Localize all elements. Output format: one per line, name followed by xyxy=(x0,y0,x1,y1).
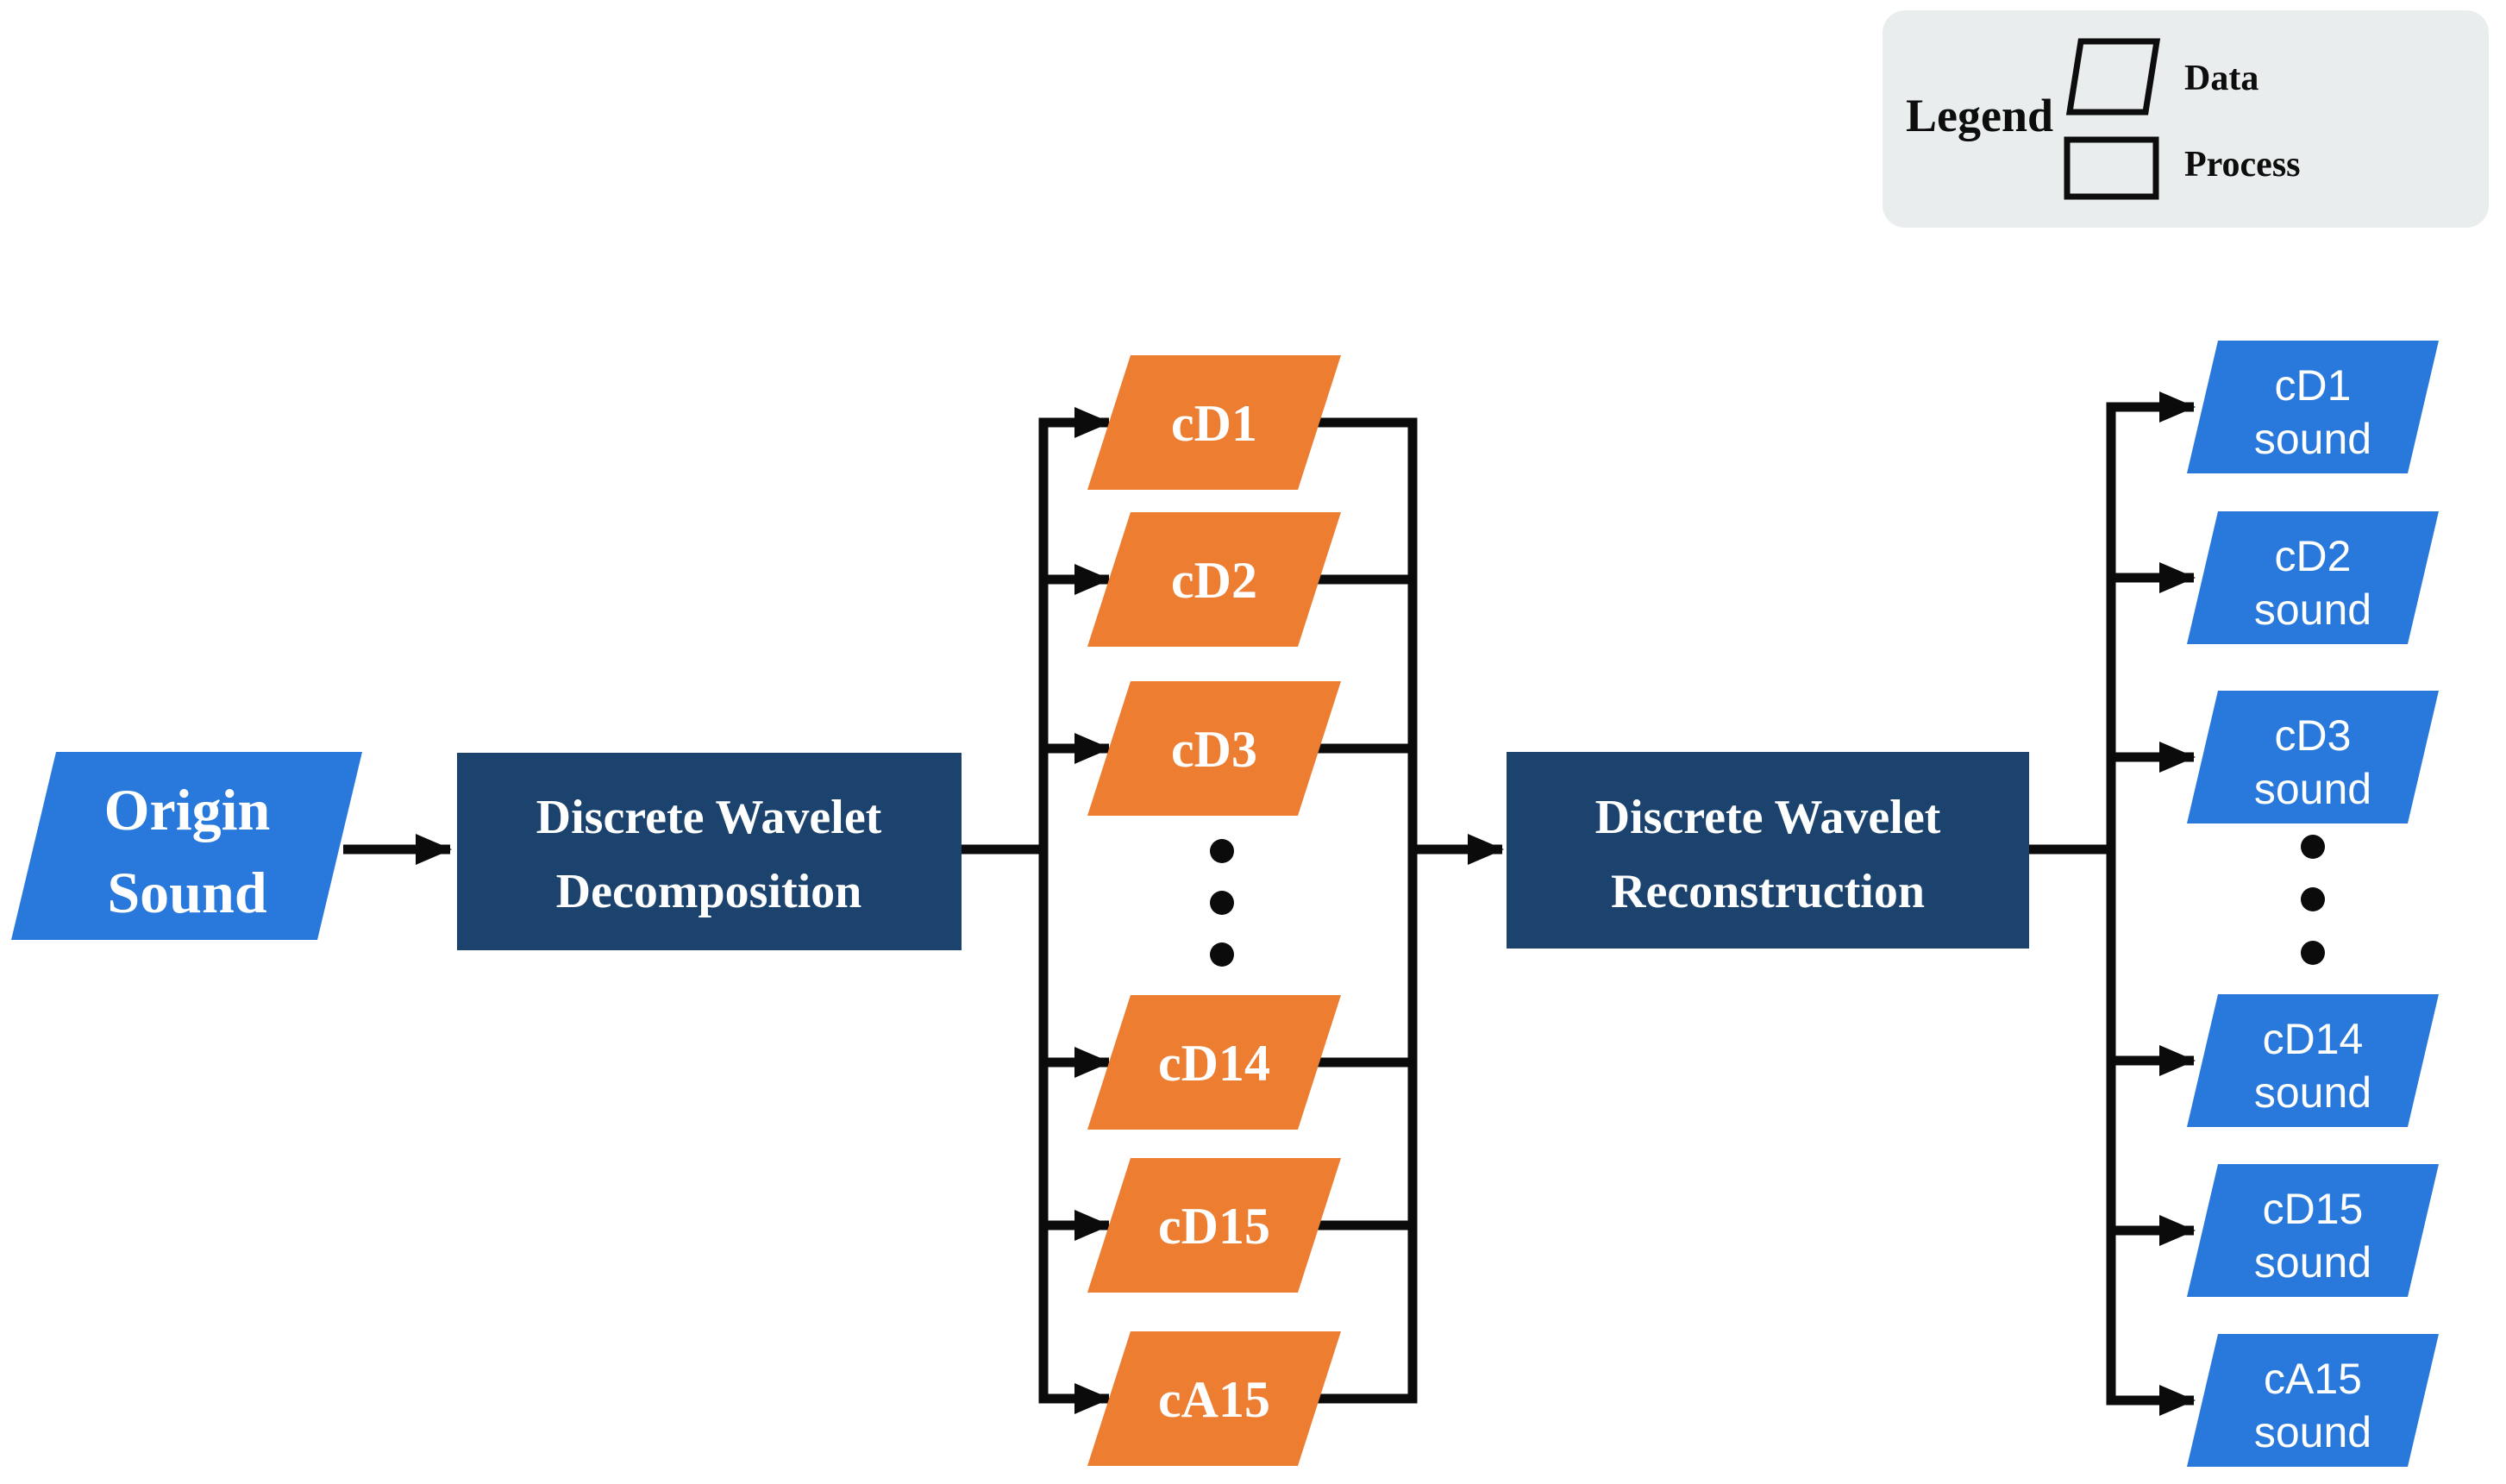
decomposition-label-line1: Discrete Wavelet xyxy=(536,791,882,844)
reconstruction-rectangle xyxy=(1507,752,2029,949)
cD1-sound-parallelogram xyxy=(2187,341,2439,473)
cD15-parallelogram xyxy=(1087,1158,1341,1293)
cA15-sound-parallelogram xyxy=(2187,1334,2439,1467)
rectangle-process-icon xyxy=(2064,136,2159,200)
connectors xyxy=(343,391,2196,1416)
ellipsis-dot xyxy=(2301,887,2325,911)
node-reconstruction: Discrete Wavelet Reconstruction xyxy=(1507,752,2029,949)
node-cD15-sound: cD15 sound xyxy=(2187,1164,2439,1297)
cA15-parallelogram xyxy=(1087,1331,1341,1466)
cD14-label: cD14 xyxy=(1158,1035,1270,1092)
node-cD1-sound: cD1 sound xyxy=(2187,341,2439,473)
cD2-sound-parallelogram xyxy=(2187,511,2439,644)
ellipsis-dot xyxy=(1210,891,1234,915)
cD2-sound-label-line1: cD2 xyxy=(2275,532,2352,580)
node-origin-sound: Origin Sound xyxy=(11,752,362,940)
ellipsis-dot xyxy=(1210,839,1234,863)
coefficient-nodes: cD1 cD2 cD3 cD14 cD15 cA15 xyxy=(1087,355,1341,1466)
ellipsis-dots-middle xyxy=(1210,839,1234,967)
origin-sound-label-line2: Sound xyxy=(107,860,266,925)
cD14-sound-label-line2: sound xyxy=(2254,1068,2371,1117)
cA15-label: cA15 xyxy=(1158,1371,1270,1428)
cD2-parallelogram xyxy=(1087,512,1341,647)
legend-title: Legend xyxy=(1906,90,2053,141)
reconstruction-label-line2: Reconstruction xyxy=(1611,865,1925,918)
ellipsis-dots-right xyxy=(2301,835,2325,965)
cD15-sound-label-line2: sound xyxy=(2254,1238,2371,1287)
cD3-sound-parallelogram xyxy=(2187,691,2439,823)
ellipsis-dot xyxy=(2301,835,2325,859)
cD2-sound-label-line2: sound xyxy=(2254,585,2371,634)
cD14-sound-parallelogram xyxy=(2187,994,2439,1127)
cD3-parallelogram xyxy=(1087,681,1341,816)
decomposition-label-line2: Decomposition xyxy=(556,865,862,918)
cD1-sound-label-line1: cD1 xyxy=(2275,361,2352,410)
node-cD1: cD1 xyxy=(1087,355,1341,490)
legend: Legend Data Process xyxy=(1883,10,2489,228)
cD14-sound-label-line1: cD14 xyxy=(2263,1015,2364,1063)
cD14-parallelogram xyxy=(1087,995,1341,1130)
node-cD3: cD3 xyxy=(1087,681,1341,816)
node-cD14: cD14 xyxy=(1087,995,1341,1130)
ellipsis-dot xyxy=(1210,942,1234,967)
cD1-label: cD1 xyxy=(1171,395,1257,452)
node-cD3-sound: cD3 sound xyxy=(2187,691,2439,823)
cD3-sound-label-line1: cD3 xyxy=(2275,711,2352,760)
cD2-label: cD2 xyxy=(1171,552,1257,609)
node-cA15-sound: cA15 sound xyxy=(2187,1334,2439,1467)
node-cD2-sound: cD2 sound xyxy=(2187,511,2439,644)
legend-panel xyxy=(1883,10,2489,228)
legend-data-label: Data xyxy=(2184,59,2259,98)
node-decomposition: Discrete Wavelet Decomposition xyxy=(457,753,962,950)
cD15-sound-parallelogram xyxy=(2187,1164,2439,1297)
cA15-sound-label-line2: sound xyxy=(2254,1408,2371,1456)
cA15-sound-label-line1: cA15 xyxy=(2264,1355,2362,1403)
decomposition-rectangle xyxy=(457,753,962,950)
cD1-sound-label-line2: sound xyxy=(2254,415,2371,463)
cD3-sound-label-line2: sound xyxy=(2254,765,2371,813)
origin-sound-parallelogram xyxy=(11,752,362,940)
node-cD14-sound: cD14 sound xyxy=(2187,994,2439,1127)
legend-process-label: Process xyxy=(2184,145,2301,185)
origin-sound-label-line1: Origin xyxy=(104,777,271,842)
reconstruction-label-line1: Discrete Wavelet xyxy=(1595,791,1941,844)
ellipsis-dot xyxy=(2301,941,2325,965)
cD1-parallelogram xyxy=(1087,355,1341,490)
node-cD15: cD15 xyxy=(1087,1158,1341,1293)
node-cA15: cA15 xyxy=(1087,1331,1341,1466)
sound-nodes: cD1 sound cD2 sound cD3 sound cD14 sound… xyxy=(2187,341,2439,1467)
cD3-label: cD3 xyxy=(1171,721,1257,778)
parallelogram-data-icon xyxy=(2065,38,2161,116)
cD15-label: cD15 xyxy=(1158,1198,1270,1255)
cD15-sound-label-line1: cD15 xyxy=(2263,1185,2364,1233)
node-cD2: cD2 xyxy=(1087,512,1341,647)
